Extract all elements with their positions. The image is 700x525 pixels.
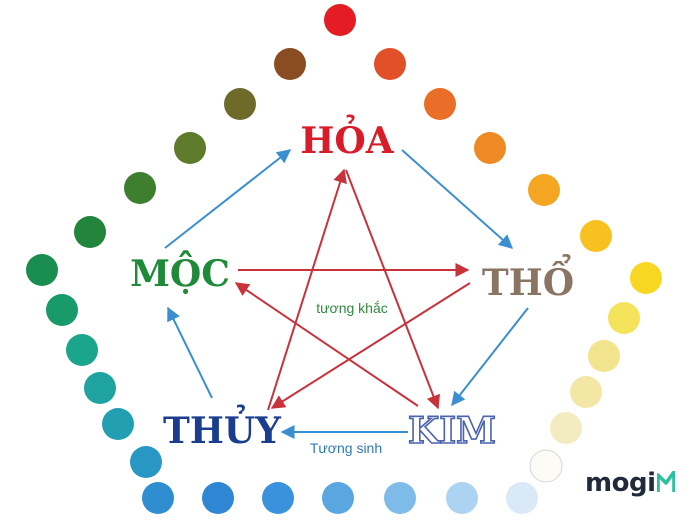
color-dot bbox=[74, 216, 106, 248]
color-wheel bbox=[26, 4, 662, 514]
color-dot bbox=[506, 482, 538, 514]
color-dot bbox=[384, 482, 416, 514]
element-tho: THỔ bbox=[482, 255, 574, 304]
color-dot bbox=[608, 302, 640, 334]
caption-tuong-khac: tương khắc bbox=[316, 300, 387, 316]
color-dot bbox=[529, 449, 563, 483]
color-dot bbox=[588, 340, 620, 372]
arrow-thuy-to-moc bbox=[167, 306, 213, 399]
tuong-khac-arrows bbox=[234, 168, 471, 411]
color-dot bbox=[142, 482, 174, 514]
element-kim: KIM bbox=[408, 410, 496, 452]
color-dot bbox=[202, 482, 234, 514]
arrow-hoa-to-kim bbox=[345, 169, 440, 410]
color-dot bbox=[66, 334, 98, 366]
mogi-m-icon bbox=[657, 471, 676, 492]
color-dot bbox=[262, 482, 294, 514]
color-dot bbox=[324, 4, 356, 36]
arrow-thuy-to-hoa bbox=[267, 168, 347, 411]
mogi-logo: mogi bbox=[585, 468, 676, 498]
color-dot bbox=[84, 372, 116, 404]
color-dot bbox=[374, 48, 406, 80]
element-moc: MỘC bbox=[130, 250, 230, 295]
arrow-kim-to-moc bbox=[234, 282, 419, 407]
brand-name: mogi bbox=[585, 468, 656, 498]
arrow-hoa-to-tho bbox=[401, 149, 514, 249]
color-dot bbox=[322, 482, 354, 514]
color-dot bbox=[102, 408, 134, 440]
color-dot bbox=[550, 412, 582, 444]
color-dot bbox=[570, 376, 602, 408]
color-dot bbox=[26, 254, 58, 286]
color-dot bbox=[174, 132, 206, 164]
color-dot bbox=[224, 88, 256, 120]
color-dot bbox=[274, 48, 306, 80]
color-dot bbox=[630, 262, 662, 294]
color-dot bbox=[46, 294, 78, 326]
arrow-moc-to-hoa bbox=[164, 149, 292, 249]
color-dot bbox=[124, 172, 156, 204]
arrow-tho-to-kim bbox=[451, 307, 529, 407]
caption-tuong-sinh: Tương sinh bbox=[310, 440, 382, 456]
color-dot bbox=[580, 220, 612, 252]
color-dot bbox=[424, 88, 456, 120]
tuong-sinh-arrows bbox=[164, 149, 529, 439]
arrow-tho-to-thuy bbox=[270, 282, 471, 409]
element-hoa: HỎA bbox=[300, 115, 394, 162]
color-dot bbox=[474, 132, 506, 164]
color-dot bbox=[130, 446, 162, 478]
color-dot bbox=[528, 174, 560, 206]
color-dot bbox=[446, 482, 478, 514]
element-thuy: THỦY bbox=[163, 405, 282, 452]
